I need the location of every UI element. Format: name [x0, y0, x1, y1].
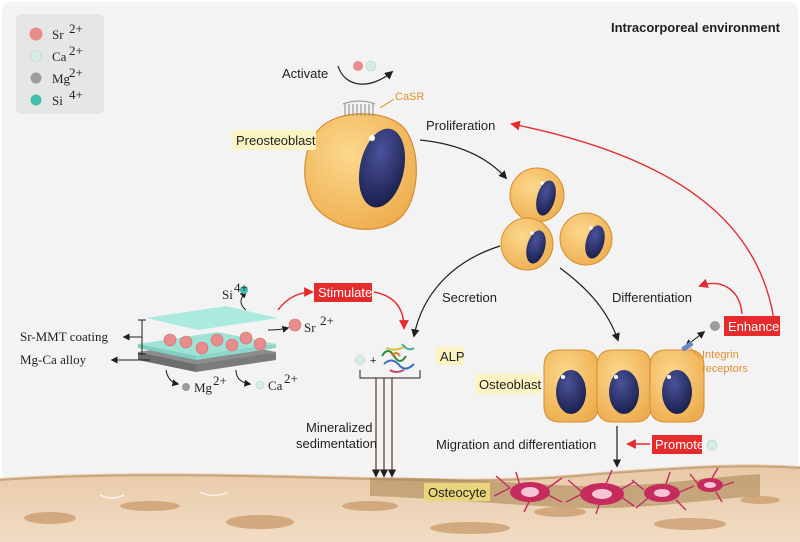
activate-label: Activate — [282, 66, 328, 81]
legend-sup-si: 4+ — [69, 87, 83, 102]
legend-label-si: Si — [52, 93, 63, 108]
stimulate-label: Stimulate — [318, 285, 372, 300]
sedimentation-label: sedimentation — [296, 436, 377, 451]
activate-ca-ion — [365, 60, 377, 72]
alp-ca-ion — [355, 355, 365, 365]
legend-sup-ca: 2+ — [69, 43, 83, 58]
activate-sr-ion — [353, 61, 363, 71]
released-mg-ion — [182, 383, 190, 391]
legend-swatch-mg — [30, 72, 42, 84]
sr-ions-layer — [163, 331, 267, 355]
promote-ca-ion — [706, 439, 718, 451]
receptors-label: receptors — [702, 363, 748, 375]
secretion-label: Secretion — [442, 290, 497, 305]
legend-sup-sr: 2+ — [69, 21, 83, 36]
sr-to-stimulate-arrow — [277, 287, 314, 311]
released-si-label: Si — [222, 287, 233, 302]
proliferating-cells — [500, 167, 613, 271]
alp-protein-icon — [381, 343, 415, 373]
osteoblast-label: Osteoblast — [479, 377, 542, 392]
released-mg-sup: 2+ — [213, 373, 227, 388]
released-sr-sup: 2+ — [320, 313, 334, 328]
integrin-label: Integrin — [702, 349, 739, 361]
osteoblast-cells — [543, 349, 705, 423]
mg-ca-alloy-label: Mg-Ca alloy — [20, 352, 87, 367]
released-sr-ion — [288, 318, 302, 332]
proliferation-label: Proliferation — [426, 118, 495, 133]
diagram-title: Intracorporeal environment — [611, 20, 781, 35]
casr-label: CaSR — [395, 91, 424, 103]
bone-pores — [24, 496, 780, 534]
enhance-to-differentiation-arrow — [698, 278, 743, 315]
secretion-arrow — [411, 245, 501, 338]
legend-sup-mg: 2+ — [69, 65, 83, 80]
osteocytes — [493, 467, 735, 515]
proliferation-arrow — [419, 139, 508, 180]
released-sr-label: Sr — [304, 320, 316, 335]
enhance-to-proliferation-arrow — [510, 120, 775, 321]
implant — [138, 306, 278, 372]
sr-mmt-coating-label: Sr-MMT coating — [20, 329, 108, 344]
preosteoblast-label: Preosteoblast — [236, 133, 316, 148]
legend-swatch-ca — [30, 50, 42, 62]
casr-receptor — [342, 100, 376, 116]
released-ca-sup: 2+ — [284, 371, 298, 386]
legend-label-sr: Sr — [52, 27, 64, 42]
activate-arrow — [337, 65, 394, 85]
legend-swatch-si — [30, 94, 42, 106]
sr-mmt-top-layer — [146, 306, 278, 330]
released-si-ion — [240, 286, 248, 294]
released-ca-ion — [255, 380, 265, 390]
differentiation-arrow — [559, 267, 620, 342]
alp-plus-label: + — [370, 355, 376, 367]
legend-label-ca: Ca — [52, 49, 67, 64]
released-si-sup: 4+ — [234, 280, 248, 295]
enhance-mg-ion — [710, 321, 720, 331]
legend-swatch-sr — [29, 27, 43, 41]
preosteoblast-cell — [304, 113, 417, 230]
integrin-receptor-icon — [681, 341, 701, 359]
released-mg-label: Mg — [194, 380, 213, 395]
osteocyte-label: Osteocyte — [428, 485, 487, 500]
released-ca-label: Ca — [268, 378, 283, 393]
promote-label: Promote — [655, 437, 704, 452]
stimulate-to-alp-arrow — [373, 291, 409, 330]
enhance-label: Enhance — [728, 319, 779, 334]
mineralized-label: Mineralized — [306, 420, 372, 435]
alp-label: ALP — [440, 349, 465, 364]
migration-label: Migration and differentiation — [436, 437, 596, 452]
differentiation-label: Differentiation — [612, 290, 692, 305]
legend-label-mg: Mg — [52, 71, 71, 86]
